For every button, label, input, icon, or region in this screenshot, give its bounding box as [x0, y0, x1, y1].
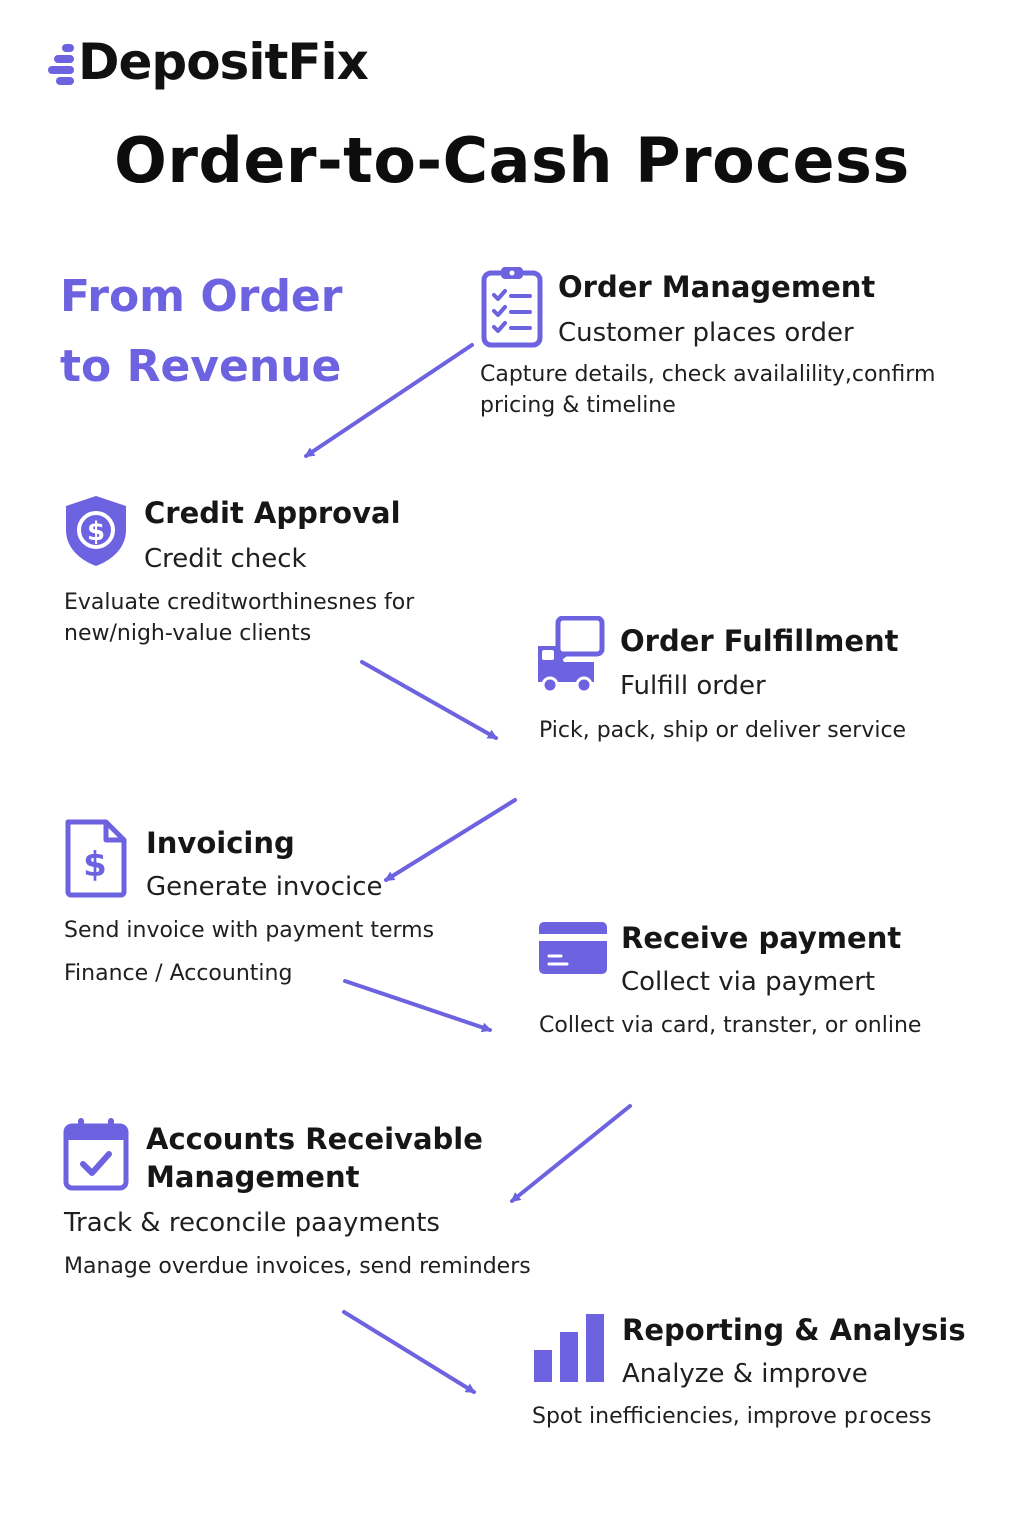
arrow-5 [510, 1104, 632, 1203]
step-title-invoicing: Invoicing [146, 826, 295, 860]
step-title-ar-line-1: Accounts Receivable [146, 1122, 483, 1156]
svg-text:$: $ [83, 845, 107, 885]
tagline-line-1: From Order [60, 271, 343, 322]
step-subtitle-invoicing: Generate invocice [146, 872, 383, 902]
step-description-reporting: Spot inefficiencies, improve pɾocess [532, 1404, 932, 1429]
step-description-receive-payment: Collect via card, transter, or online [539, 1013, 922, 1038]
svg-text:$: $ [87, 517, 105, 547]
step-subtitle-accounts-receivable: Track & reconcile paayments [64, 1208, 440, 1238]
logo-text: DepositFix [78, 33, 369, 91]
arrow-3 [384, 798, 517, 882]
shield-dollar-icon: $ [62, 494, 130, 568]
arrow-6 [342, 1310, 476, 1394]
checklist-clipboard-icon [480, 265, 544, 349]
step-description-accounts-receivable: Manage overdue invoices, send reminders [64, 1254, 531, 1279]
delivery-truck-icon [534, 616, 608, 696]
step-description-order-management: Capture details, check availalility,conf… [480, 362, 936, 418]
step-subtitle-reporting: Analyze & improve [622, 1359, 868, 1389]
step-description-order-fulfillment: Pick, pack, ship or deliver service [539, 718, 907, 743]
step-title-credit-approval: Credit Approval [144, 496, 401, 530]
arrow-2 [360, 660, 498, 740]
step-subtitle-order-fulfillment: Fulfill order [620, 671, 766, 701]
page-title: Order-to-Cash Process [114, 124, 910, 197]
step-subtitle-credit-approval: Credit check [144, 544, 307, 574]
logo-speed-mark-icon [48, 44, 74, 85]
step-note-invoicing: Finance / Accounting [64, 961, 293, 986]
tagline: From Order to Revenue [60, 262, 420, 402]
step-title-receive-payment: Receive payment [621, 921, 902, 955]
step-description-invoicing: Send invoice with payment terms [64, 918, 435, 943]
calendar-check-icon [62, 1116, 130, 1192]
invoice-document-icon: $ [62, 818, 130, 898]
tagline-line-2: to Revenue [60, 341, 342, 392]
arrow-4 [343, 979, 492, 1033]
bar-chart-icon [532, 1312, 608, 1384]
step-subtitle-order-management: Customer places order [558, 318, 854, 348]
step-title-reporting: Reporting & Analysis [622, 1313, 966, 1347]
step-description-credit-approval: Evaluate creditworthinesnes for new/nigh… [64, 590, 415, 646]
step-title-order-fulfillment: Order Fulfillment [620, 624, 899, 658]
credit-card-icon [537, 920, 609, 976]
step-title-ar-line-2: Management [146, 1160, 360, 1194]
arrow-1 [304, 343, 474, 458]
step-title-order-management: Order Management [558, 270, 876, 304]
step-subtitle-receive-payment: Collect via paymert [621, 967, 876, 997]
